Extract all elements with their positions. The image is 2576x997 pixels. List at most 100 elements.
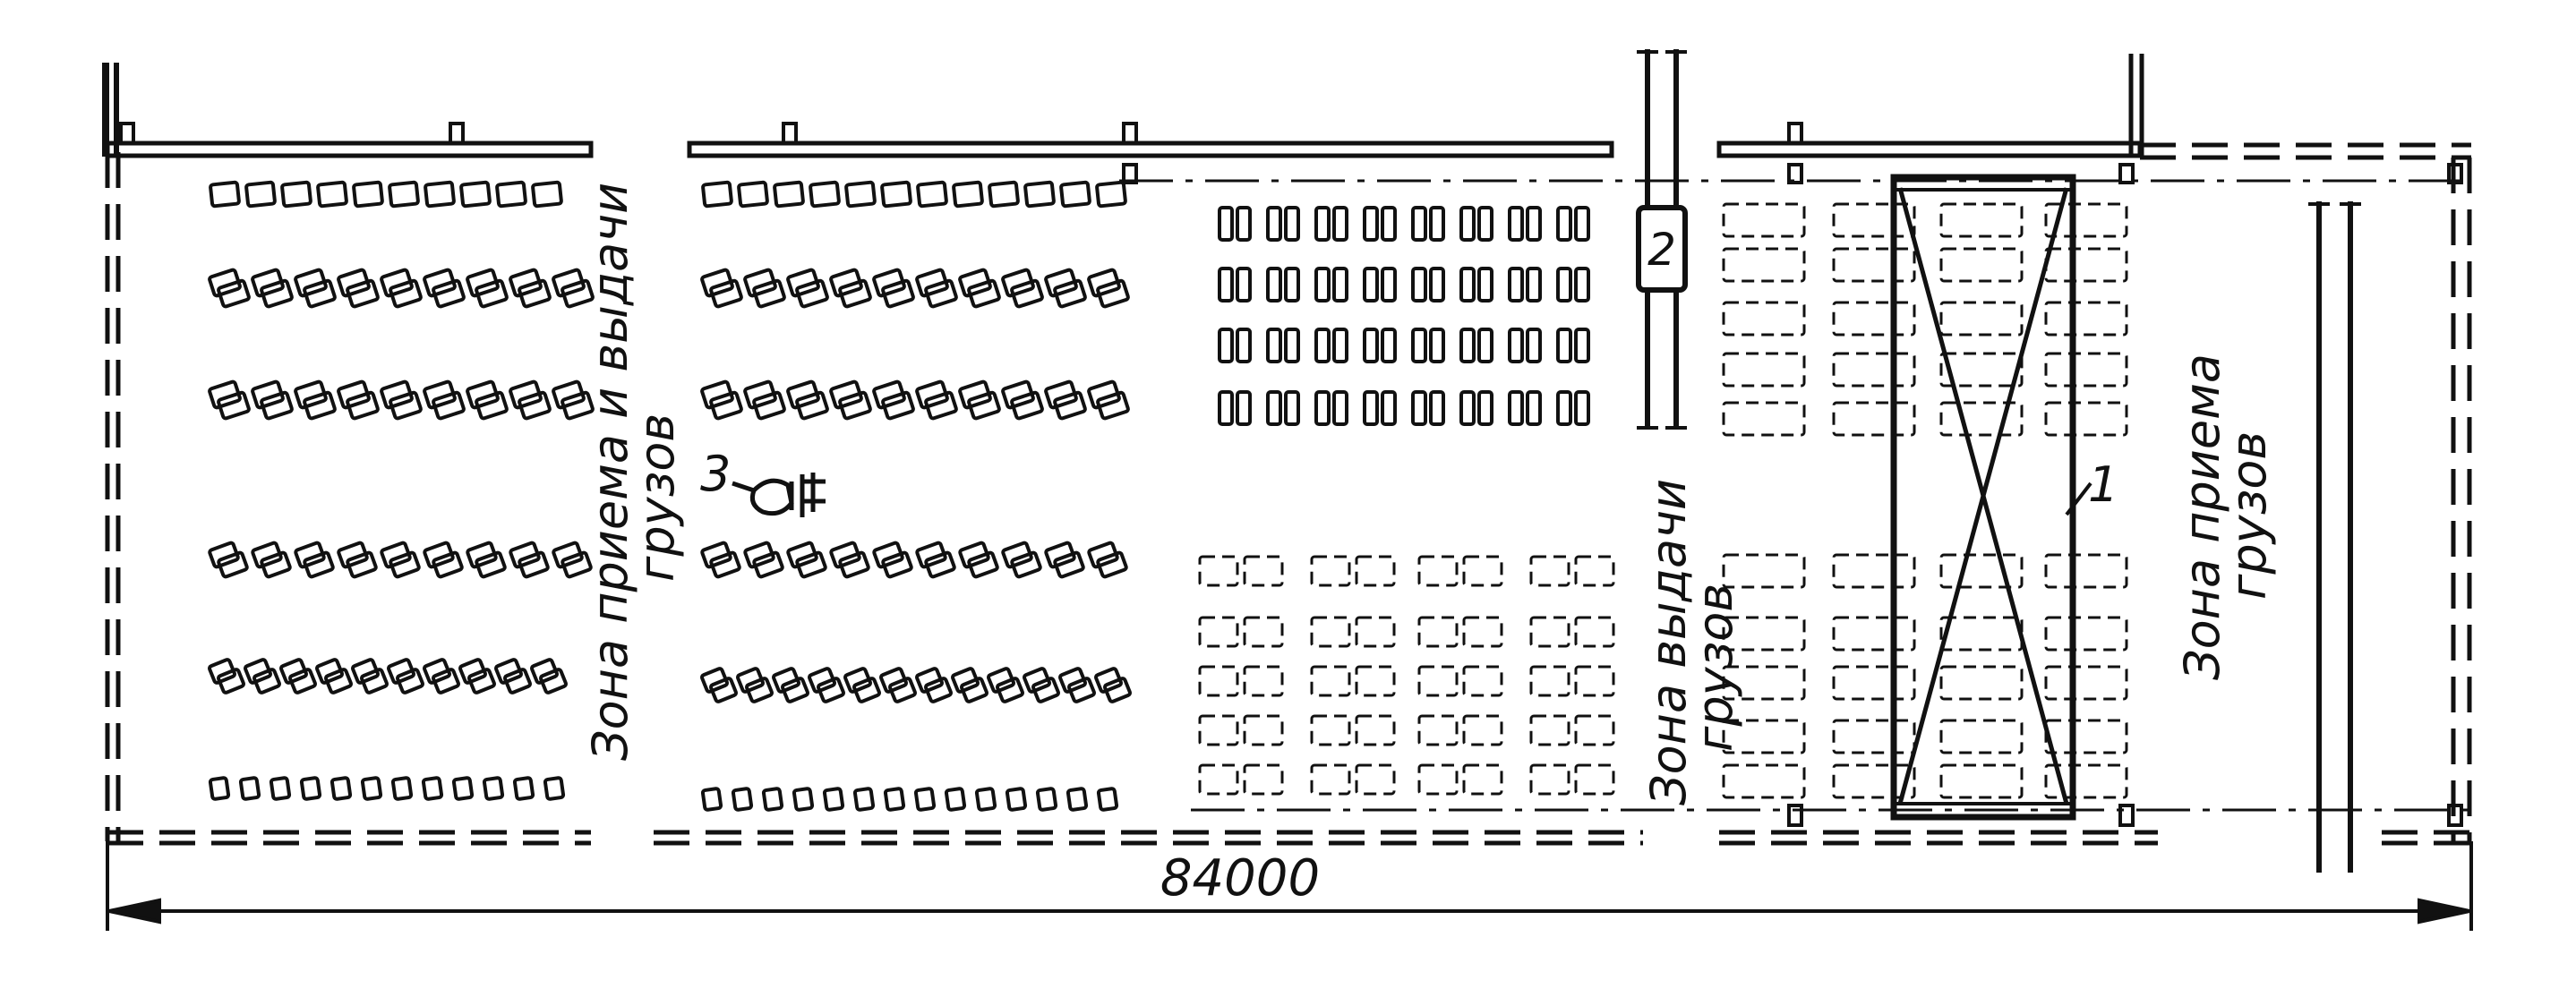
storage-bin xyxy=(1529,763,1570,796)
pallet-box xyxy=(1059,180,1091,209)
pallet-box xyxy=(329,776,353,801)
pallet-box xyxy=(380,541,412,569)
storage-bin xyxy=(1574,714,1615,746)
pallet-box xyxy=(495,180,527,209)
pallet-box xyxy=(260,390,294,421)
rack-cell xyxy=(1508,328,1524,363)
svg-text:грузов: грузов xyxy=(629,413,685,582)
storage-bin xyxy=(1722,719,1806,754)
dashed-storage-bins xyxy=(1198,202,2128,799)
pallet-box xyxy=(552,268,586,298)
storage-bin xyxy=(1310,555,1351,587)
storage-bin xyxy=(2044,352,2128,388)
rack-cell xyxy=(1556,328,1572,363)
storage-bin xyxy=(1462,763,1503,796)
rack-cell xyxy=(1381,328,1397,363)
storage-bin xyxy=(1417,555,1459,587)
pallet-stacks-middle xyxy=(700,180,1132,812)
storage-bin xyxy=(1198,665,1239,697)
pallet-box xyxy=(808,667,836,694)
pallet-box xyxy=(795,550,827,579)
storage-bin xyxy=(1722,665,1806,701)
pallet-box xyxy=(838,550,870,579)
storage-bin xyxy=(1722,553,1806,589)
rack-cell xyxy=(1459,328,1476,363)
storage-bin xyxy=(1832,616,1916,652)
pallet-box xyxy=(423,658,451,685)
pallet-box xyxy=(1067,677,1096,703)
pallet-box xyxy=(475,550,507,579)
storage-bin xyxy=(1198,616,1239,648)
pallet-box xyxy=(217,390,251,421)
storage-bin xyxy=(1243,665,1284,697)
storage-bin xyxy=(1355,763,1396,796)
pallet-box xyxy=(1053,278,1087,309)
pallet-box xyxy=(482,776,505,801)
pallet-box xyxy=(512,776,535,801)
rack-cell xyxy=(1477,328,1493,363)
pallet-box xyxy=(843,667,872,694)
pallet-box xyxy=(913,787,937,812)
pallet-box xyxy=(838,390,872,421)
pallet-box xyxy=(881,278,915,309)
pallet-box xyxy=(539,668,568,694)
pallet-box xyxy=(503,668,532,694)
dimension-line xyxy=(106,841,2473,931)
rack-cells xyxy=(1218,206,1590,426)
storage-bin xyxy=(1574,665,1615,697)
rack-cell xyxy=(1218,267,1234,303)
rack-cell xyxy=(1363,390,1379,426)
storage-bin xyxy=(1417,616,1459,648)
pallet-box xyxy=(518,550,550,579)
pallet-box xyxy=(1096,390,1130,421)
storage-bin xyxy=(1462,714,1503,746)
pallet-box xyxy=(988,180,1020,209)
pallet-box xyxy=(432,550,464,579)
rack-cell xyxy=(1314,267,1331,303)
storage-bin xyxy=(1939,301,2024,337)
pallet-box xyxy=(451,776,475,801)
storage-bin xyxy=(1529,616,1570,648)
rack-cell xyxy=(1556,267,1572,303)
storage-bin xyxy=(1939,247,2024,283)
pallet-box xyxy=(1094,667,1123,694)
pallet-box xyxy=(561,278,595,309)
storage-bin xyxy=(1462,555,1503,587)
pallet-box xyxy=(324,668,353,694)
rack-cell xyxy=(1266,390,1282,426)
pallet-box xyxy=(1096,550,1128,579)
pallet-box xyxy=(958,541,990,569)
pallet-box xyxy=(509,379,543,410)
pallet-box xyxy=(743,268,777,298)
rack-cell xyxy=(1314,206,1331,242)
pallet-box xyxy=(1053,550,1085,579)
pallet-box xyxy=(967,278,1001,309)
pallet-box xyxy=(1010,390,1044,421)
pallet-box xyxy=(1035,787,1058,812)
pallet-box xyxy=(700,541,732,569)
rack-cell xyxy=(1574,390,1590,426)
rack-cell xyxy=(1218,328,1234,363)
pallet-box xyxy=(475,390,509,421)
rack-cell xyxy=(1332,267,1348,303)
pallet-box xyxy=(396,668,424,694)
pallet-box xyxy=(346,550,378,579)
rack-cell xyxy=(1459,390,1476,426)
dimension-value: 84000 xyxy=(1160,849,1320,908)
pallet-box xyxy=(872,379,906,410)
rack-cell xyxy=(1411,390,1427,426)
pallet-box xyxy=(530,658,559,685)
rack-cell xyxy=(1429,206,1445,242)
rack-cell xyxy=(1526,328,1542,363)
svg-text:грузов: грузов xyxy=(1687,584,1743,752)
pallet-box xyxy=(996,677,1024,703)
pallet-box xyxy=(346,390,380,421)
storage-bin xyxy=(2044,616,2128,652)
pallet-box xyxy=(752,390,786,421)
storage-bin xyxy=(1722,202,1806,238)
rack-cell xyxy=(1459,267,1476,303)
storage-bin xyxy=(1243,616,1284,648)
storage-bin xyxy=(2044,247,2128,283)
rack-cell xyxy=(1284,328,1300,363)
storage-bin xyxy=(1832,301,1916,337)
